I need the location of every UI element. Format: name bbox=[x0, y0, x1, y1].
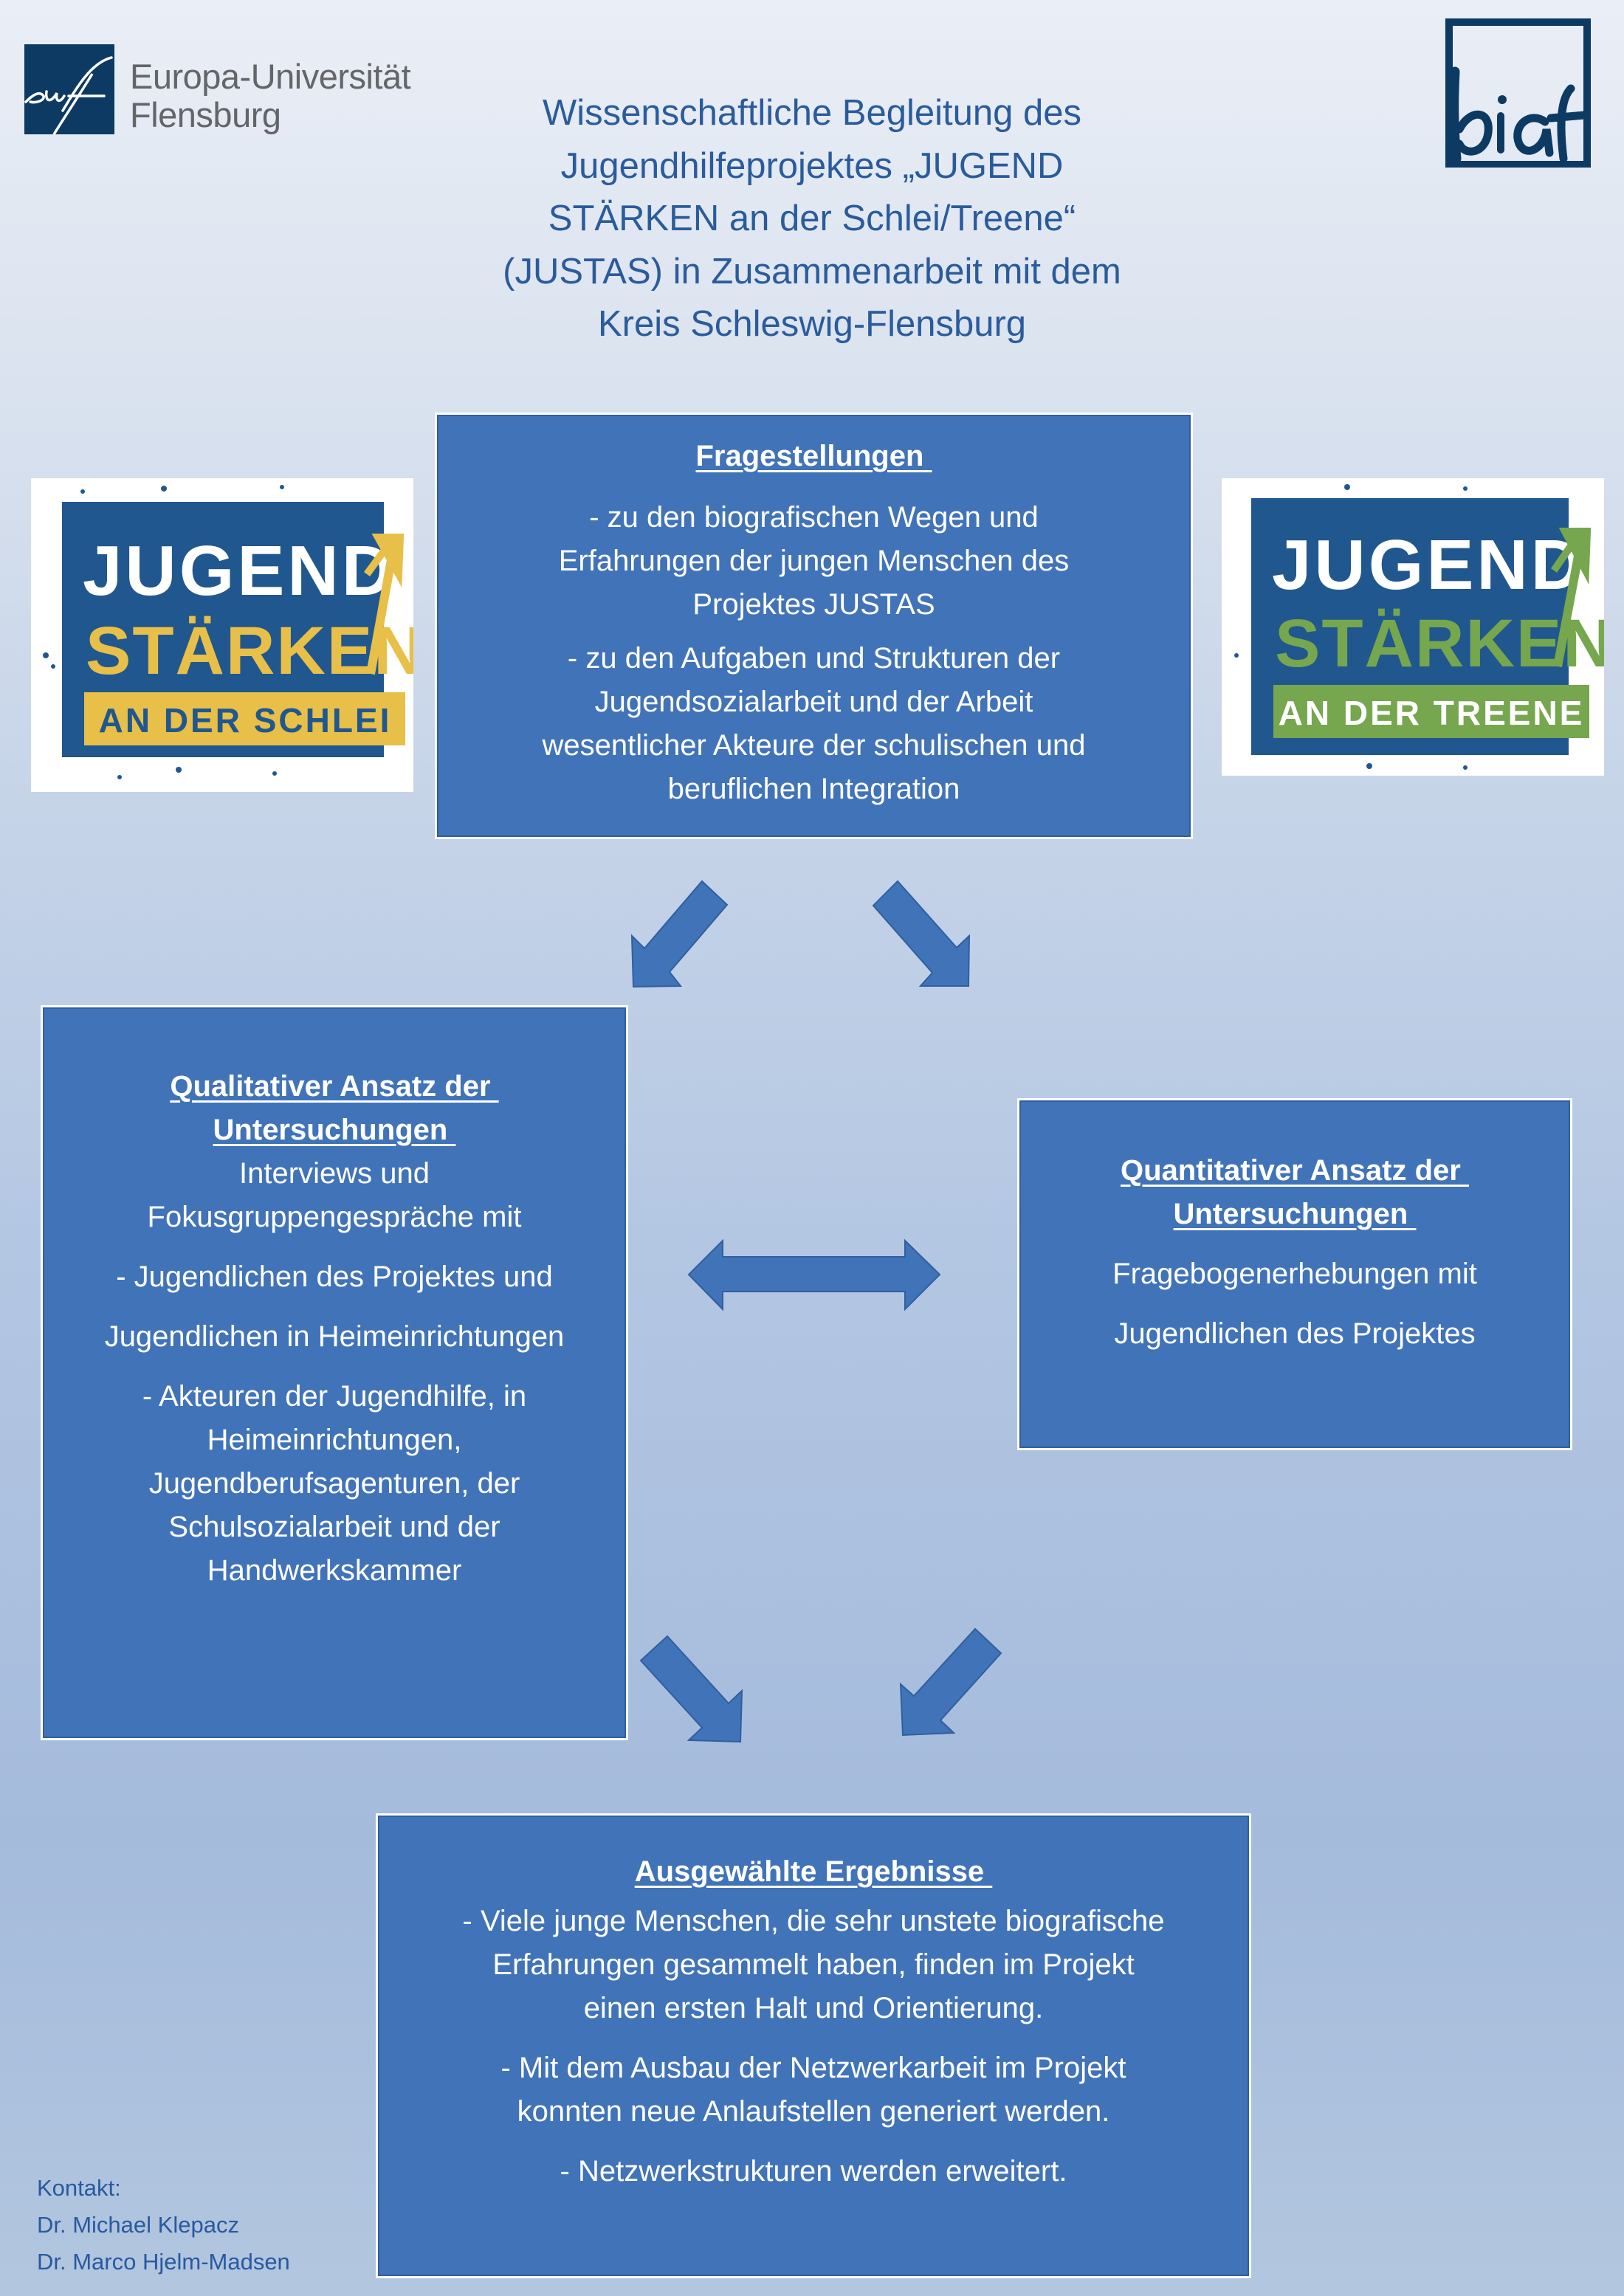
euf-logo-mark bbox=[24, 44, 114, 135]
arrow-frage-to-qual bbox=[630, 880, 729, 988]
poster-title: Wissenschaftliche Begleitung des Jugendh… bbox=[503, 93, 1121, 344]
qualitativ-item: - Akteuren der Jugendhilfe, in Heimeinri… bbox=[142, 1379, 527, 1587]
biat-logo bbox=[1442, 18, 1597, 168]
jugend-staerken-logo-graphic: JUGEND STÄRKEN AN DER SCHLEI bbox=[43, 485, 423, 779]
qualitativ-heading: Untersuchungen bbox=[213, 1113, 456, 1146]
arrow-qual-quant bbox=[687, 1238, 941, 1311]
logo-banner-text: AN DER TREENE bbox=[1279, 694, 1585, 732]
qualitativ-item: - Jugendlichen des Projektes und bbox=[116, 1260, 553, 1293]
jugend-staerken-logo-graphic: JUGEND STÄRKEN AN DER TREENE bbox=[1234, 484, 1612, 770]
logo-line1: JUGEND bbox=[83, 531, 396, 610]
euf-monogram-icon bbox=[24, 56, 113, 135]
jugend-staerken-treene-logo: JUGEND STÄRKEN AN DER TREENE bbox=[1222, 478, 1612, 776]
fragestellungen-item: - zu den biografischen Wegen und Erfahru… bbox=[558, 501, 1070, 621]
biat-logo-icon bbox=[1445, 18, 1597, 168]
fragestellungen-box: Fragestellungen - zu den biografischen W… bbox=[435, 413, 1193, 839]
jugend-staerken-schlei-logo: JUGEND STÄRKEN AN DER SCHLEI bbox=[31, 478, 423, 792]
arrow-frage-to-quant bbox=[872, 880, 971, 987]
fragestellungen-item: - zu den Aufgaben und Strukturen der Jug… bbox=[542, 642, 1086, 805]
logo-line2: STÄRKEN bbox=[86, 613, 413, 689]
contact-name: Dr. Marco Hjelm-Madsen bbox=[37, 2249, 290, 2275]
contact-block: Kontakt: Dr. Michael Klepacz Dr. Marco H… bbox=[37, 2170, 290, 2281]
logo-line1: JUGEND bbox=[1272, 525, 1585, 604]
ergebnisse-box: Ausgewählte Ergebnisse - Viele junge Men… bbox=[376, 1813, 1251, 2278]
quantitativ-heading: Quantitativer Ansatz der bbox=[1121, 1154, 1469, 1187]
arrow-quant-to-ergebnisse bbox=[899, 1627, 1002, 1737]
logo-banner-text: AN DER SCHLEI bbox=[99, 701, 392, 740]
logo-line2: STÄRKEN bbox=[1275, 606, 1604, 681]
ergebnisse-item: - Viele junge Menschen, die sehr unstete… bbox=[462, 1905, 1165, 2024]
contact-name: Dr. Michael Klepacz bbox=[37, 2212, 239, 2238]
qualitativer-ansatz-box: Qualitativer Ansatz der Untersuchungen I… bbox=[41, 1005, 628, 1740]
arrow-qual-to-ergebnisse bbox=[639, 1635, 743, 1743]
fragestellungen-heading: Fragestellungen bbox=[695, 440, 932, 472]
ergebnisse-heading: Ausgewählte Ergebnisse bbox=[634, 1855, 993, 1888]
ergebnisse-item: - Netzwerkstrukturen werden erweitert. bbox=[560, 2155, 1067, 2188]
quantitativ-heading: Untersuchungen bbox=[1173, 1197, 1417, 1230]
qualitativ-heading: Qualitativer Ansatz der bbox=[170, 1069, 499, 1103]
quantitativer-ansatz-box: Quantitativer Ansatz der Untersuchungen … bbox=[1017, 1098, 1572, 1450]
qualitativ-item: Jugendlichen in Heimeinrichtungen bbox=[104, 1320, 565, 1353]
contact-label: Kontakt: bbox=[37, 2175, 121, 2201]
ergebnisse-item: - Mit dem Ausbau der Netzwerkarbeit im P… bbox=[500, 2052, 1126, 2128]
university-name: Europa-Universität Flensburg bbox=[130, 57, 411, 134]
